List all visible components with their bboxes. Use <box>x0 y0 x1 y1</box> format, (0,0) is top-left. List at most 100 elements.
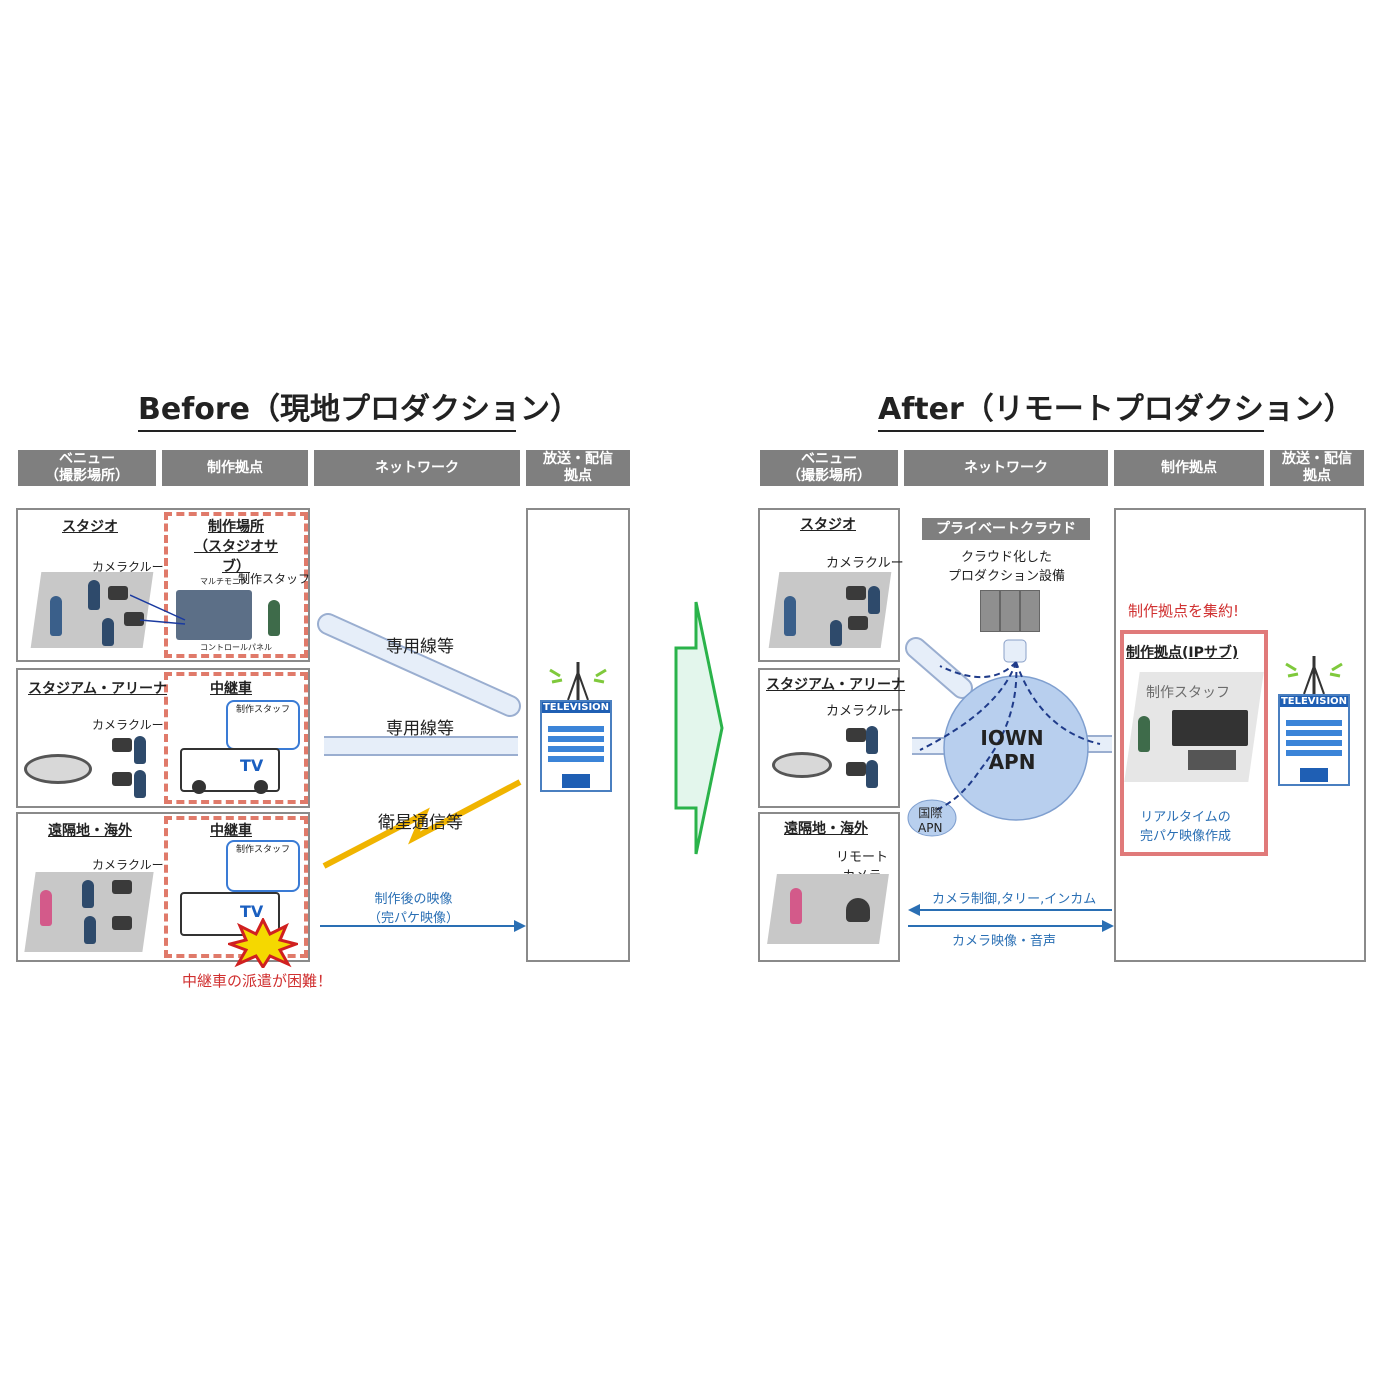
camera-icon <box>112 880 132 894</box>
server-rack-icon <box>1020 590 1040 632</box>
after-header-broadcast: 放送・配信 拠点 <box>1270 450 1364 486</box>
stadium-icon <box>24 754 92 784</box>
before-site-ob-van-2 <box>164 816 308 958</box>
explosion-icon <box>228 918 298 968</box>
camera-icon <box>846 762 866 776</box>
camera-icon <box>846 586 866 600</box>
camera-crew-figure <box>134 736 146 764</box>
before-site-studio-sub-label: 制作場所 （スタジオサブ） <box>194 519 278 575</box>
private-cloud-label: プライベートクラウド <box>922 518 1090 540</box>
presenter-figure <box>784 596 796 636</box>
camera-crew-figure <box>102 618 114 646</box>
camera-cable-lines <box>130 594 186 625</box>
remote-camera-icon <box>846 898 870 922</box>
before-link-2: 専用線等 <box>386 719 454 739</box>
building-windows <box>548 722 604 766</box>
control-panel-label: コントロールパネル <box>200 643 272 652</box>
camera-icon <box>124 612 144 626</box>
camera-crew-figure <box>866 760 878 788</box>
before-title: Before（現地プロダクション） <box>138 384 580 432</box>
after-crew-label-1: カメラクルー <box>826 556 904 571</box>
camera-icon <box>848 616 868 630</box>
after-venue-remote: 遠隔地・海外 <box>784 821 868 837</box>
reporter-figure <box>790 888 802 924</box>
camera-icon <box>112 916 132 930</box>
consolidate-label: 制作拠点を集約! <box>1128 602 1240 620</box>
camera-crew-figure <box>868 586 880 614</box>
before-link-3: 衛星通信等 <box>378 813 463 833</box>
before-crew-label-2: カメラクルー <box>92 718 164 732</box>
iown-apn-label: IOWN APN <box>980 726 1044 774</box>
multi-monitor-label: マルチモニタ <box>200 577 248 586</box>
after-header-venue: ベニュー （撮影場所） <box>760 450 898 486</box>
before-warning: 中継車の派遣が困難！ <box>182 972 333 990</box>
building-door <box>1300 768 1328 782</box>
camera-control-label: カメラ制御,タリー,インカム <box>932 892 1097 907</box>
antenna-icon <box>1285 656 1343 695</box>
ip-sub-hub-box <box>1120 630 1268 856</box>
remote-floor <box>767 874 889 944</box>
before-header-broadcast: 放送・配信 拠点 <box>526 450 630 486</box>
server-rack-icon <box>980 590 1000 632</box>
tv-label: TV <box>240 902 264 921</box>
camera-crew-figure <box>84 916 96 944</box>
before-site-ob-van-label-2: 中継車 <box>210 823 252 839</box>
production-staff-label-1: 制作スタッフ <box>238 572 311 586</box>
camera-crew-figure <box>134 770 146 798</box>
before-venue-studio: スタジオ <box>62 519 118 535</box>
tv-label: TV <box>240 756 264 775</box>
production-staff-label-2: 制作スタッフ <box>236 705 291 715</box>
before-crew-label-3: カメラクルー <box>92 858 164 872</box>
before-header-production: 制作拠点 <box>162 450 308 486</box>
after-venue-studio: スタジオ <box>800 517 856 533</box>
camera-crew-figure <box>830 620 842 646</box>
camera-icon <box>846 728 866 742</box>
building-windows <box>1286 716 1342 760</box>
before-site-studio-sub <box>164 512 308 658</box>
antenna-icon <box>549 662 607 701</box>
before-site-ob-van-label-1: 中継車 <box>210 681 252 697</box>
before-site-ob-van-1 <box>164 672 308 804</box>
before-header-network: ネットワーク <box>314 450 520 486</box>
after-header-production: 制作拠点 <box>1114 450 1264 486</box>
production-staff-label-3: 制作スタッフ <box>236 845 291 855</box>
camera-icon <box>108 586 128 600</box>
apn-network-graphics <box>905 637 1112 837</box>
camera-icon <box>112 772 132 786</box>
after-title: After（リモートプロダクション） <box>878 384 1354 432</box>
realtime-label: リアルタイムの 完パケ映像作成 <box>1140 810 1232 844</box>
hub-staff-label: 制作スタッフ <box>1146 685 1230 701</box>
staff-bubble <box>226 840 300 892</box>
transition-arrow <box>674 601 724 855</box>
before-station-label: TELEVISION <box>542 702 610 713</box>
production-staff-figure <box>268 600 280 636</box>
building-door <box>562 774 590 788</box>
ip-sub-hub-label: 制作拠点(IPサブ) <box>1126 645 1239 661</box>
control-room-image <box>176 590 252 640</box>
after-crew-label-2: カメラクルー <box>826 704 904 719</box>
after-signal-arrows <box>908 904 1114 932</box>
before-link-1: 専用線等 <box>386 637 454 657</box>
camera-icon <box>112 738 132 752</box>
after-station-label: TELEVISION <box>1280 696 1348 707</box>
camera-video-label: カメラ映像・音声 <box>952 934 1057 949</box>
before-header-venue: ベニュー （撮影場所） <box>18 450 156 486</box>
international-apn-label: 国際 APN <box>918 806 943 835</box>
monitor-wall-icon <box>1172 710 1248 746</box>
stadium-icon <box>772 752 832 778</box>
before-crew-label-1: カメラクルー <box>92 560 164 574</box>
before-venue-remote: 遠隔地・海外 <box>48 823 132 839</box>
presenter-figure <box>50 596 62 636</box>
after-venue-stadium: スタジアム・アリーナ <box>766 677 906 693</box>
server-rack-icon <box>1000 590 1020 632</box>
before-network-graphics <box>317 613 526 932</box>
before-output-label: 制作後の映像 （完パケ映像） <box>368 892 460 926</box>
production-staff-figure <box>1138 716 1150 752</box>
after-header-network: ネットワーク <box>904 450 1108 486</box>
reporter-figure <box>40 890 52 926</box>
before-venue-stadium: スタジアム・アリーナ <box>28 681 168 697</box>
cloud-equipment-label: クラウド化した プロダクション設備 <box>948 550 1066 584</box>
wheel-icon <box>254 780 268 794</box>
camera-crew-figure <box>866 726 878 754</box>
wheel-icon <box>192 780 206 794</box>
